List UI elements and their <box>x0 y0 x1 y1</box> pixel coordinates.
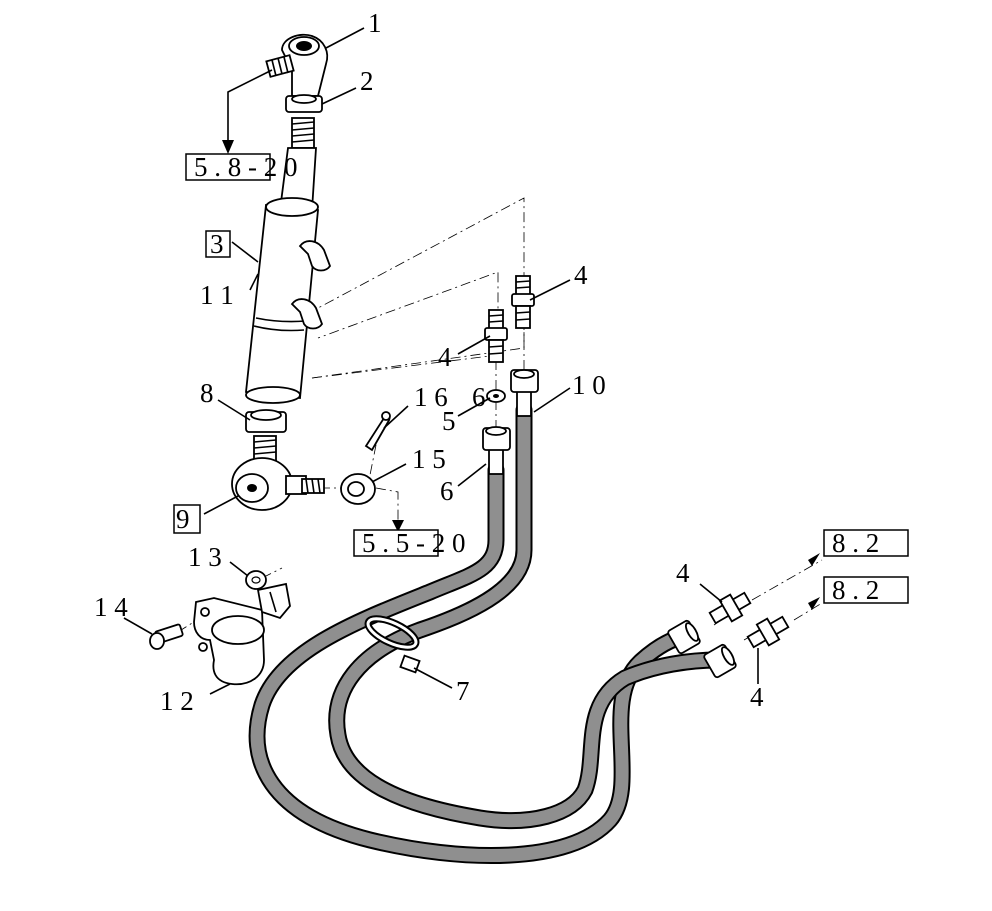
cotter-pin <box>364 411 391 452</box>
nut-2 <box>285 94 323 113</box>
callout-13: 1 3 <box>188 542 222 572</box>
reference-arrows <box>222 69 820 610</box>
callout-2: 2 <box>360 66 374 96</box>
adapter-fittings <box>484 275 790 649</box>
callout-15: 1 5 <box>412 444 446 474</box>
nut-8 <box>245 409 287 433</box>
callout-10: 1 0 <box>572 370 606 400</box>
adapter-4-upper <box>511 275 535 329</box>
nut-15 <box>340 473 376 505</box>
hose-nut-6 <box>482 426 511 451</box>
callout-3: 3 <box>210 229 224 259</box>
reference-box-right-upper[interactable]: 8 . 2 <box>823 528 909 558</box>
callout-6-upper: 6 <box>472 382 486 412</box>
reference-text-mid: 5 . 5 - 2 0 <box>362 528 466 558</box>
hose-assemblies <box>248 369 737 864</box>
callout-8: 8 <box>200 378 214 408</box>
callout-4-upper: 4 <box>574 260 588 290</box>
adapter-4-right-upper <box>708 591 752 625</box>
cylinder-assembly <box>231 33 391 511</box>
callout-6-lower: 6 <box>440 476 454 506</box>
reference-text-right-upper: 8 . 2 <box>832 528 879 558</box>
callout-4-right-lower: 4 <box>750 682 764 712</box>
callout-16: 1 6 <box>414 382 448 412</box>
bracket-assembly <box>149 570 291 686</box>
hose-nut-10 <box>510 369 539 393</box>
reference-text-right-lower: 8 . 2 <box>832 575 879 605</box>
callout-5: 5 <box>442 406 456 436</box>
callout-4-right-upper: 4 <box>676 558 690 588</box>
callout-1: 1 <box>368 8 382 38</box>
reference-box-top[interactable]: 5 . 8 - 2 0 <box>185 152 298 182</box>
banjo-fitting <box>231 457 325 511</box>
callout-9: 9 <box>176 504 190 534</box>
callout-box-9 <box>173 504 201 534</box>
elbow-fitting <box>265 33 329 97</box>
cylinder-barrel <box>245 197 319 404</box>
callout-7: 7 <box>456 676 470 706</box>
callout-box-3 <box>205 230 231 258</box>
leader-lines <box>123 27 759 695</box>
hose-end-right-lower <box>703 643 737 679</box>
reference-box-right-lower[interactable]: 8 . 2 <box>823 575 909 605</box>
callout-14: 1 4 <box>94 592 128 622</box>
adapter-4-right-lower <box>746 615 790 649</box>
adapter-4-lower <box>484 309 508 363</box>
reference-box-mid[interactable]: 5 . 5 - 2 0 <box>353 528 466 558</box>
callout-4-lower: 4 <box>438 342 452 372</box>
reference-text-top: 5 . 8 - 2 0 <box>194 152 298 182</box>
washer-5 <box>486 389 506 403</box>
hose-end-right-upper <box>667 619 701 655</box>
callout-12: 1 2 <box>160 686 194 716</box>
callout-labels: 1 2 3 1 1 4 4 5 6 1 0 1 6 6 1 5 8 9 1 3 … <box>94 8 764 716</box>
callout-11: 1 1 <box>200 280 234 310</box>
